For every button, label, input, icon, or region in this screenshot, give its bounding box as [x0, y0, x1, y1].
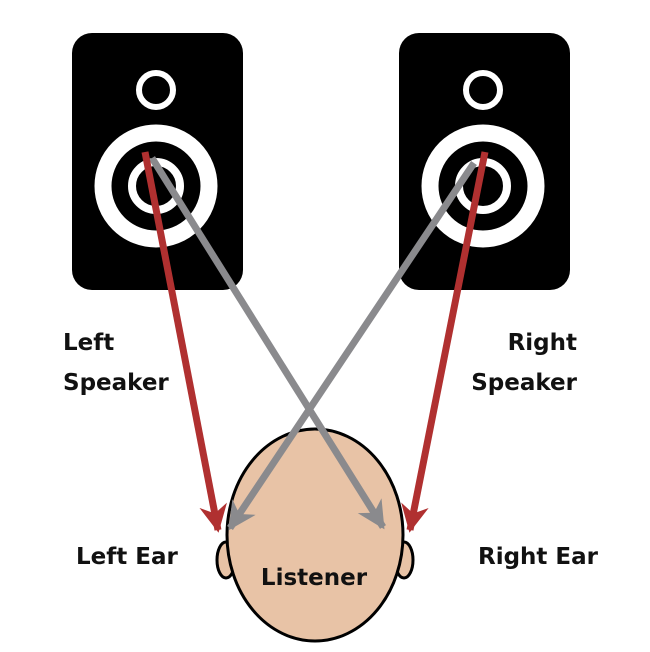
right-tweeter — [463, 70, 503, 110]
head-shape — [225, 427, 405, 643]
sound-paths — [141, 151, 489, 533]
left-tweeter — [136, 70, 176, 110]
right-ear-label: Right Ear — [478, 544, 599, 570]
right-speaker-label-line2: Speaker — [471, 370, 577, 396]
right-speaker-label-line1: Right — [508, 330, 577, 356]
left-speaker-label-line1: Left — [63, 330, 114, 356]
listener-head — [215, 427, 415, 643]
left-ear-label: Left Ear — [76, 544, 178, 570]
left-woofer — [94, 124, 218, 248]
listener-label: Listener — [261, 565, 368, 591]
right-woofer — [421, 124, 545, 248]
left-direct-path-arrow — [141, 151, 227, 533]
left-cross-path-arrow — [149, 156, 386, 530]
right-cross-path-arrow — [227, 161, 477, 531]
left-speaker-label-line2: Speaker — [63, 370, 169, 396]
right-direct-path-arrow — [401, 151, 489, 533]
